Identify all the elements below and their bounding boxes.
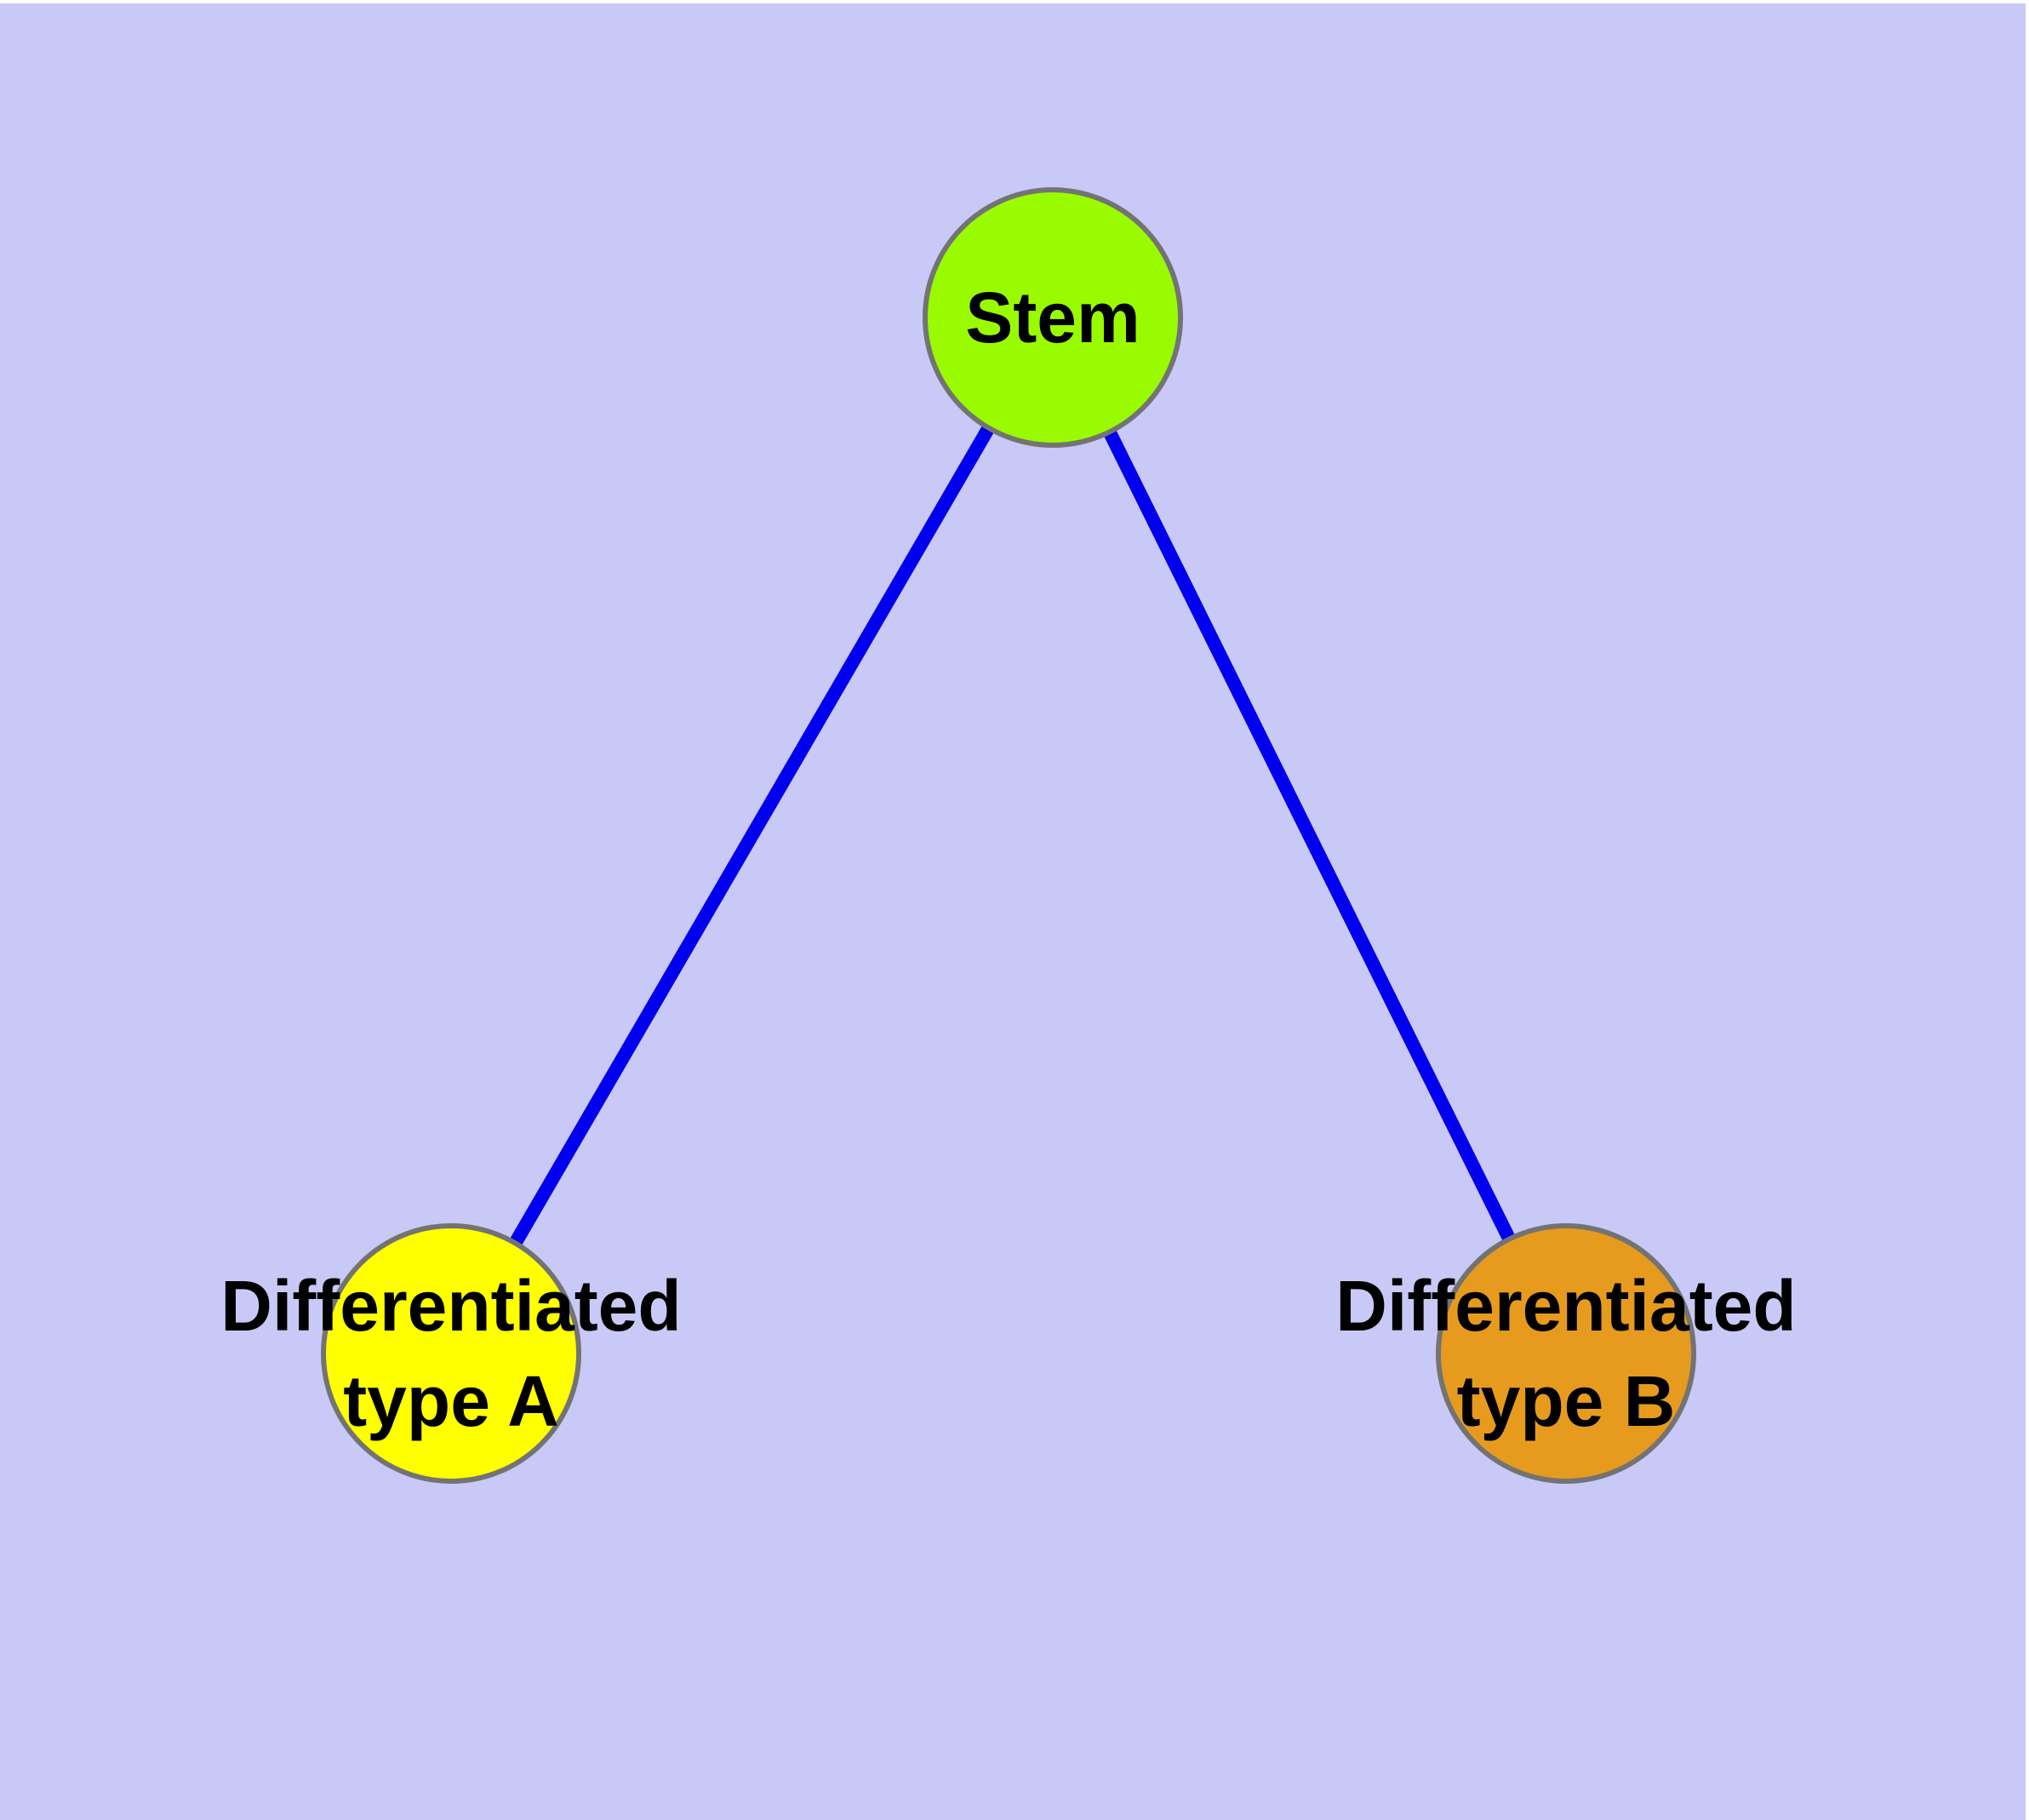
edge-stem-to-differentiated-type-a <box>445 313 1059 1358</box>
node-differentiated-type-b <box>1436 1223 1696 1484</box>
node-stem <box>923 187 1183 448</box>
node-differentiated-type-a <box>321 1223 581 1484</box>
edge-stem-to-differentiated-type-b <box>1046 314 1573 1357</box>
